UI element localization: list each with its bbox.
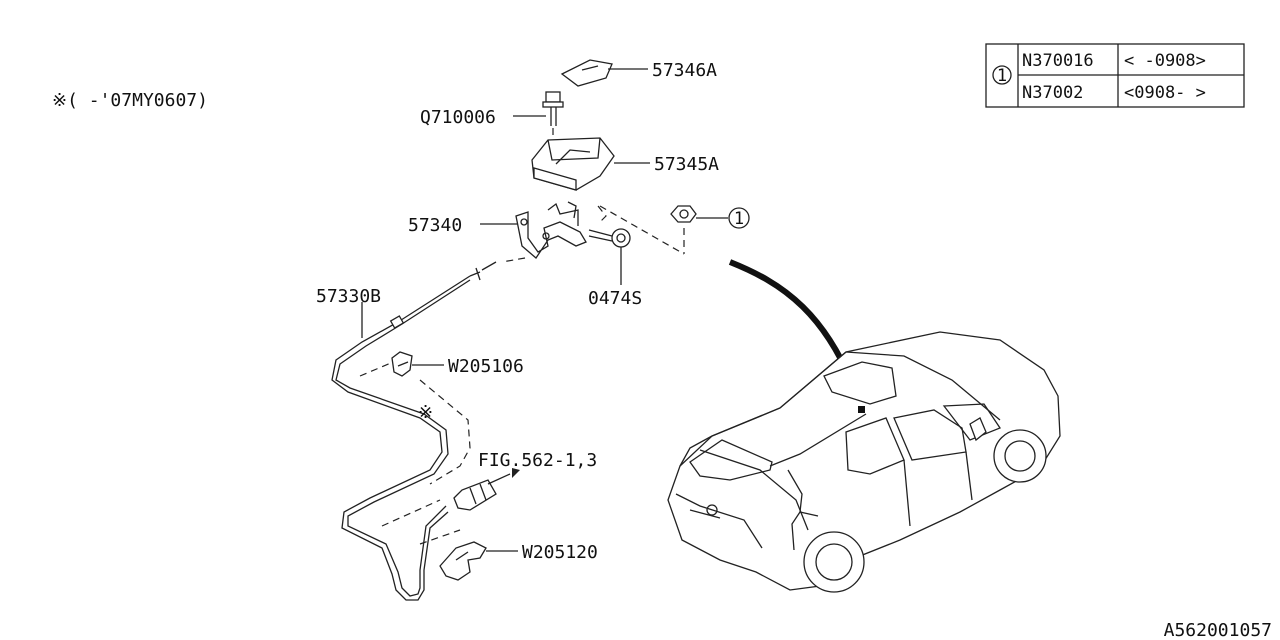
callout-number: 1 [734, 209, 744, 229]
diagram-code: A562001057 [1164, 620, 1272, 640]
label-fig-reference: FIG.562-1,3 [478, 450, 597, 471]
label-W205120: W205120 [522, 542, 598, 563]
part-57340-latch-assembly [480, 201, 607, 259]
label-W205106: W205106 [448, 356, 524, 377]
figure-reference-arrow [487, 468, 520, 485]
part-W205106-clip [391, 351, 444, 377]
label-57330B: 57330B [316, 286, 381, 307]
table-part-number: N37002 [1022, 83, 1083, 103]
part-W205120-clip [439, 541, 518, 581]
part-57330B-release-cable [331, 257, 526, 601]
table-ref-number: 1 [997, 66, 1007, 86]
part-0474S-screw [588, 228, 631, 285]
table-part-number: N370016 [1022, 51, 1094, 71]
part-57346A-cover [560, 59, 648, 87]
table-date-range: < -0908> [1124, 51, 1206, 71]
label-57345A: 57345A [654, 154, 719, 175]
label-57346A: 57346A [652, 60, 717, 81]
vehicle-illustration [667, 331, 1061, 593]
table-ref-circle [992, 65, 1012, 85]
callout-circle [728, 207, 750, 229]
table-date-range: <0908- > [1124, 83, 1206, 103]
part-57345A-housing [531, 137, 650, 191]
part-nut-callout-1: 1 [599, 205, 750, 255]
label-Q710006: Q710006 [420, 107, 496, 128]
label-0474S: 0474S [588, 288, 642, 309]
applicability-note: ※( -'07MY0607) [52, 90, 208, 111]
part-reference-table: 1 N370016 < -0908> N37002 <0908- > [985, 43, 1245, 108]
asterisk-marker: ※ [418, 402, 433, 423]
label-57340: 57340 [408, 215, 462, 236]
